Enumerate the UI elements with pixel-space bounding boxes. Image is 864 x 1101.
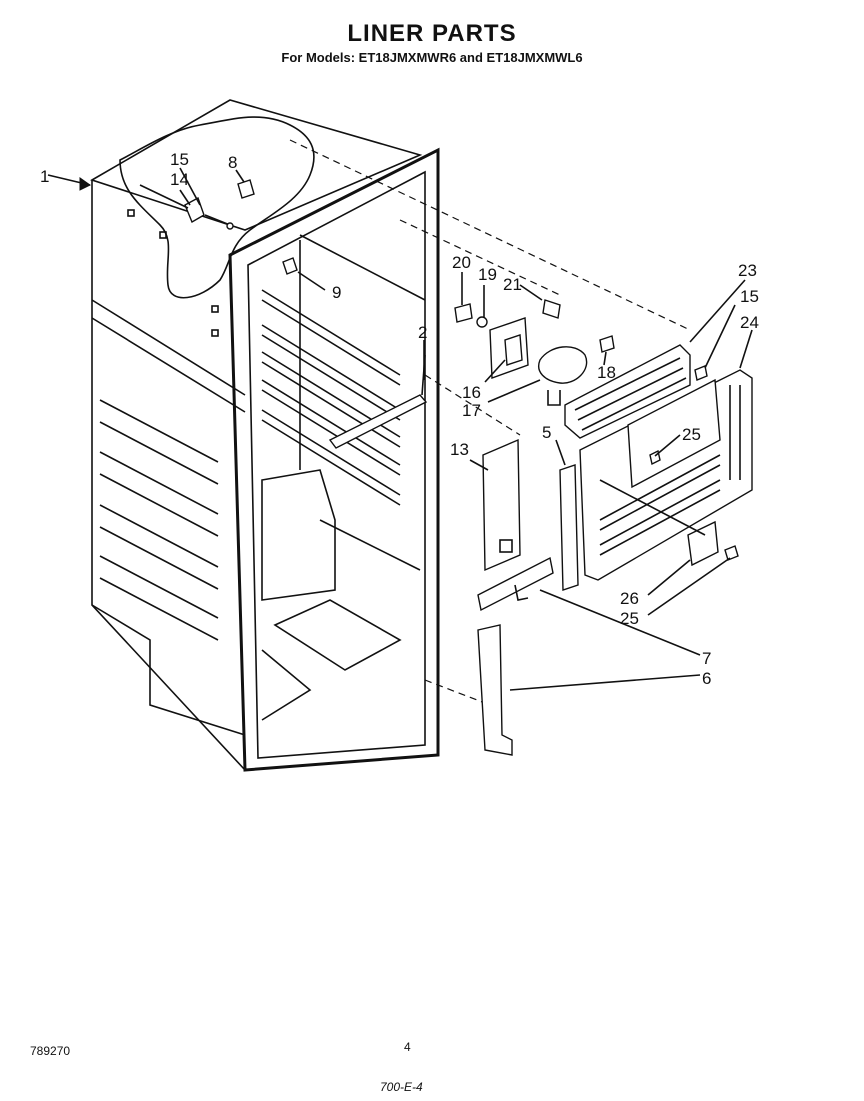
callout-7: 7 bbox=[702, 649, 711, 668]
leader-lines bbox=[47, 167, 753, 691]
callout-14: 14 bbox=[170, 170, 189, 189]
callout-8: 8 bbox=[228, 153, 237, 172]
callout-23: 23 bbox=[738, 261, 757, 280]
callout-15: 15 bbox=[170, 150, 189, 169]
callout-13: 13 bbox=[450, 440, 469, 459]
page-title: LINER PARTS bbox=[347, 20, 517, 47]
callout-1: 1 bbox=[40, 167, 49, 186]
callout-20: 20 bbox=[452, 253, 471, 272]
fan-motor-assembly bbox=[454, 299, 615, 406]
callout-6: 6 bbox=[702, 669, 711, 688]
liner-front-frame bbox=[228, 147, 440, 772]
document-number: 789270 bbox=[30, 1044, 71, 1058]
models-subtitle: For Models: ET18JMXMWR6 and ET18JMXMWL6 bbox=[281, 50, 583, 65]
part-7 bbox=[477, 556, 554, 612]
small-parts-top bbox=[139, 179, 298, 275]
evaporator-cover-assembly bbox=[564, 344, 753, 581]
callout-24: 24 bbox=[740, 313, 759, 332]
callout-21: 21 bbox=[503, 275, 522, 294]
callout-18: 18 bbox=[597, 363, 616, 382]
callout-17: 17 bbox=[462, 401, 481, 420]
page-number: 4 bbox=[404, 1040, 411, 1054]
handwritten-code: 700-E-4 bbox=[380, 1080, 423, 1094]
callout-2: 2 bbox=[418, 323, 427, 342]
callout-labels: 1 15 14 8 9 20 19 21 23 15 24 2 16 17 18… bbox=[40, 150, 759, 688]
callout-15b: 15 bbox=[740, 287, 759, 306]
callout-25: 25 bbox=[682, 425, 701, 444]
part-13 bbox=[482, 438, 521, 572]
part-6 bbox=[477, 624, 513, 756]
callout-19: 19 bbox=[478, 265, 497, 284]
callout-26: 26 bbox=[620, 589, 639, 608]
callout-5: 5 bbox=[542, 423, 551, 442]
callout-16: 16 bbox=[462, 383, 481, 402]
part-5 bbox=[559, 464, 579, 591]
callout-25b: 25 bbox=[620, 609, 639, 628]
callout-9: 9 bbox=[332, 283, 341, 302]
